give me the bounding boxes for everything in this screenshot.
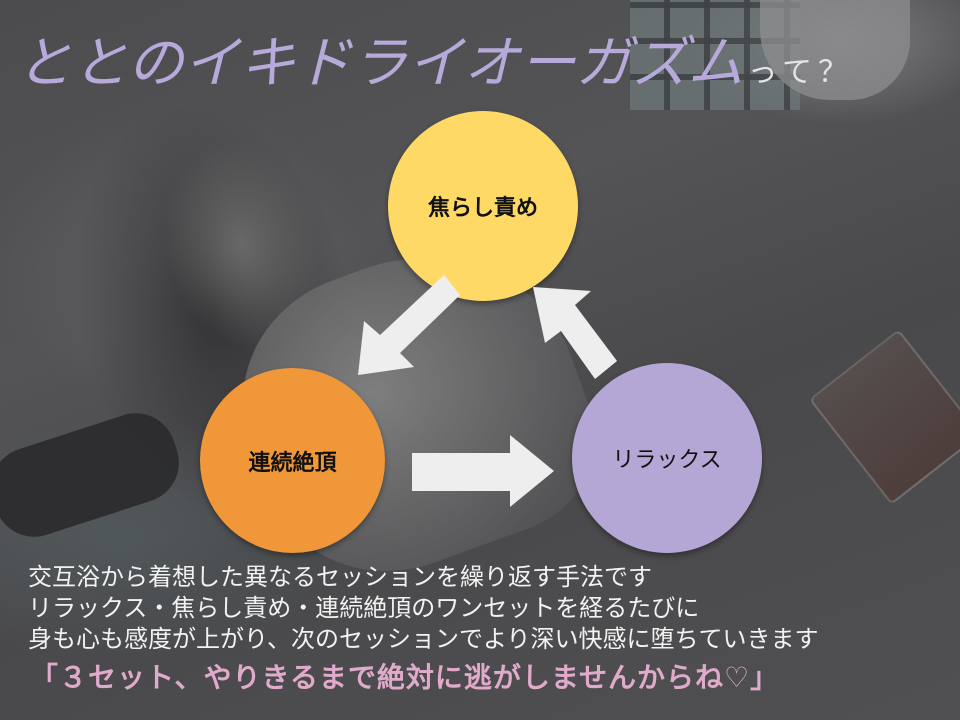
cycle-node-relax: リラックス	[572, 363, 762, 553]
arrow-right-icon	[412, 435, 557, 510]
cycle-node-teasing: 焦らし責め	[388, 111, 578, 301]
description-line: 交互浴から着想した異なるセッションを繰り返す手法です	[28, 563, 652, 591]
title-main: ととのイキドライオーガズム	[16, 31, 744, 96]
description-line: 身も心も感度が上がり、次のセッションでより深い快感に堕ちていきます	[28, 625, 819, 653]
title-suffix: って？	[747, 55, 854, 90]
arrow-down-left-icon	[352, 275, 462, 375]
arrow-up-left-icon	[533, 283, 623, 383]
cycle-node-label: 焦らし責め	[427, 196, 538, 221]
description-line: リラックス・焦らし責め・連続絶頂のワンセットを経るたびに	[28, 594, 700, 622]
background-lamp	[760, 0, 910, 100]
page-title: ととのイキドライオーガズムって？	[16, 18, 854, 99]
cycle-node-label: リラックス	[612, 448, 722, 473]
cycle-node-label: 連続絶頂	[248, 450, 337, 476]
quote-text: 「３セット、やりきるまで絶対に逃がしませんからね♡」	[30, 661, 780, 694]
background-candle	[808, 329, 960, 505]
cycle-node-continuous-climax: 連続絶頂	[200, 368, 385, 553]
description: 交互浴から着想した異なるセッションを繰り返す手法です リラックス・焦らし責め・連…	[28, 562, 819, 655]
